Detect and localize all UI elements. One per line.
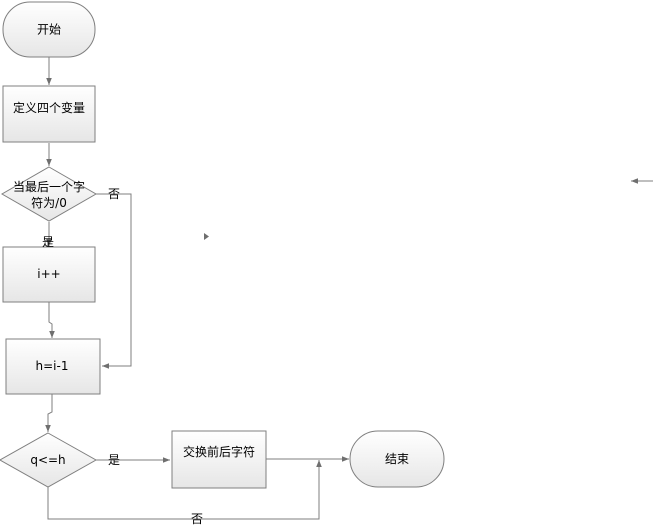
cond1-no-label: 否 [108,187,120,201]
node-assign[interactable]: h=i-1 [5,338,101,395]
incr-label: i++ [37,267,60,281]
define-label: 定义四个变量 [13,100,85,115]
edge-assign-cond2 [45,394,53,432]
swap-label: 交换前后字符 [183,444,255,459]
cond1-label-line2: 符为/0 [31,195,67,210]
cond1-yes-label: 是 [42,235,54,249]
node-start[interactable]: 开始 [2,1,96,58]
cond1-label-line1: 当最后一个字 [13,179,85,194]
node-swap[interactable]: 交换前后字符 [171,430,267,489]
node-cond1[interactable]: 当最后一个字 符为/0 [0,166,98,222]
node-end[interactable]: 结束 [349,430,445,488]
node-cond2[interactable]: q<=h [0,432,98,488]
start-label: 开始 [37,23,61,37]
assign-label: h=i-1 [36,359,69,373]
connectors [45,57,653,520]
cond2-no-label: 否 [191,512,203,526]
node-define[interactable]: 定义四个变量 [2,85,96,143]
edge-cond2-no [47,460,322,520]
cond2-label: q<=h [30,453,65,467]
node-incr[interactable]: i++ [2,246,96,303]
edge-incr-assign [48,302,55,338]
end-label: 结束 [385,452,409,466]
cond2-yes-label: 是 [108,453,120,467]
edge-cond1-no [96,193,132,369]
stray-arrowhead [204,233,209,240]
